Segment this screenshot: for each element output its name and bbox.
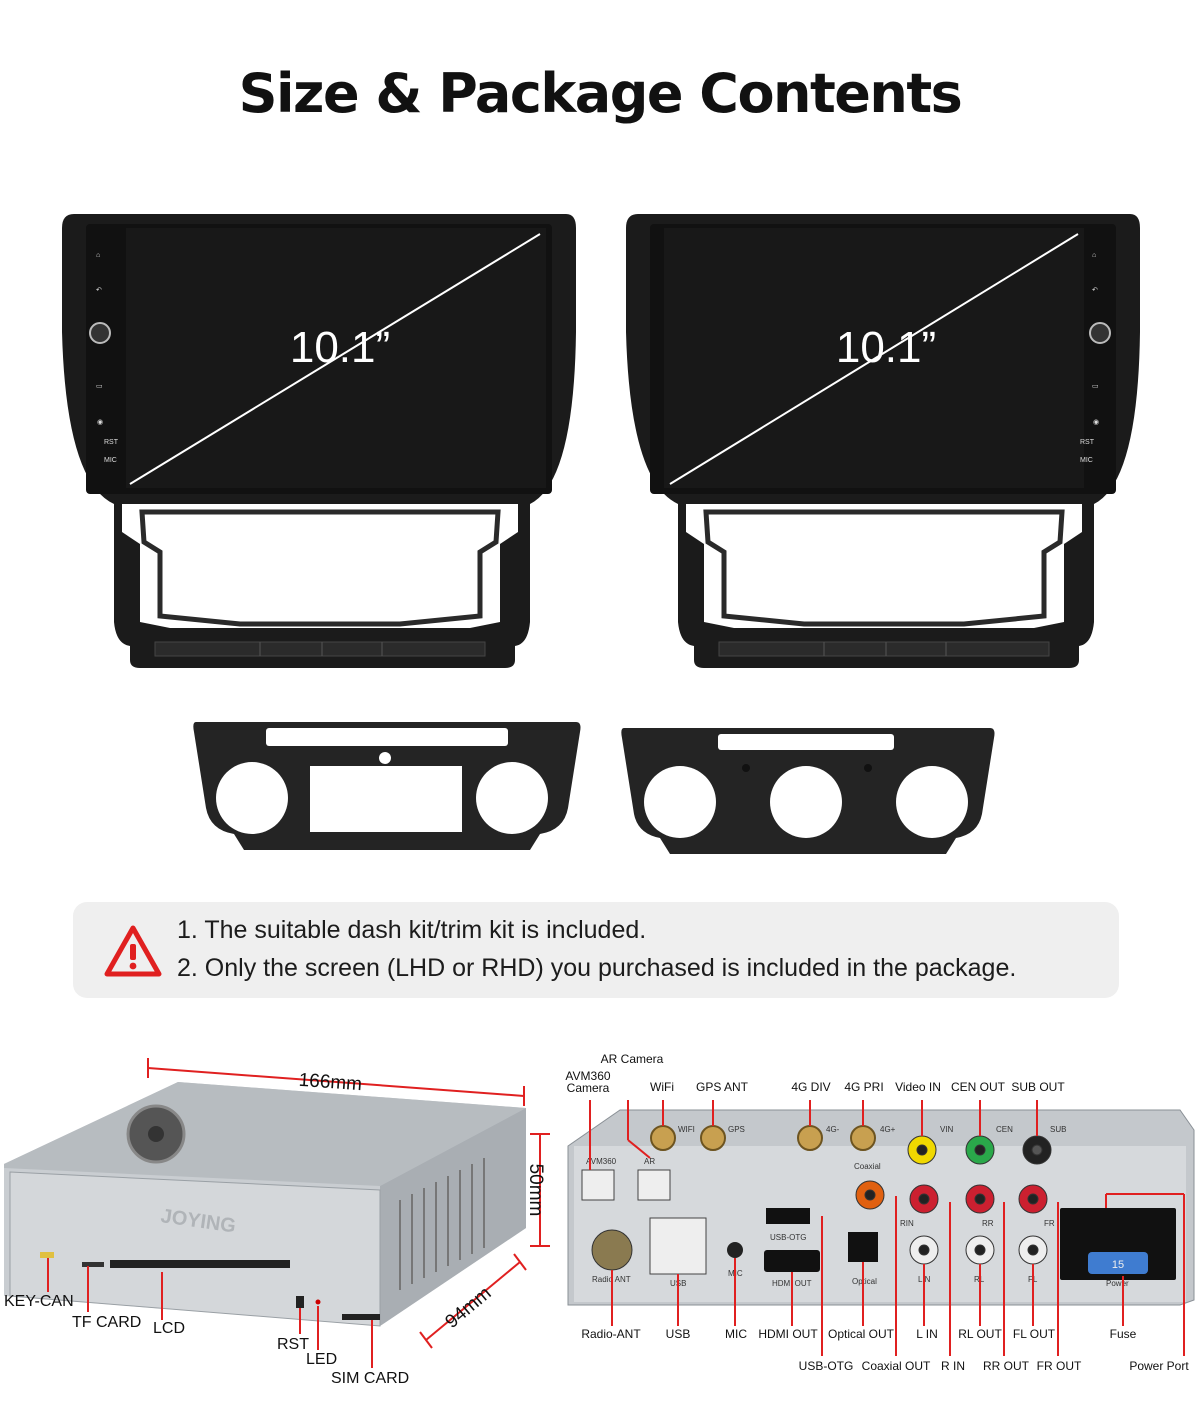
led-callout: LED: [306, 1351, 338, 1368]
label-usb: USB: [665, 1327, 691, 1341]
height-dimension: 50mm: [525, 1164, 546, 1217]
label-optical-out: Optical OUT: [827, 1327, 895, 1341]
label-rr-out: RR OUT: [983, 1359, 1029, 1373]
head-unit-right: 10.1” ⌂ ↶ ▭ ◉ RST MIC: [626, 214, 1140, 668]
port-leader-lines: [589, 1100, 1185, 1356]
volume-knob: [1089, 322, 1111, 344]
panel-label-usb-otg: USB-OTG: [770, 1233, 806, 1242]
device-box-diagram: JOYING 166mm 50mm 94mm: [4, 1058, 550, 1368]
side-buttons: ⌂ ↶ ▭ ◉ RST MIC: [89, 252, 119, 464]
panel-label-rin: RIN: [900, 1219, 914, 1228]
screen-size-label: 10.1”: [836, 323, 936, 372]
label-hdmi-out: HDMI OUT: [758, 1327, 818, 1341]
fuse-value: 15: [1112, 1259, 1124, 1271]
label-usb-otg: USB-OTG: [798, 1359, 854, 1373]
label-ar-camera: AR Camera: [600, 1052, 664, 1066]
panel-label-cen: CEN: [996, 1125, 1013, 1134]
width-dimension: 166mm: [298, 1070, 363, 1095]
rst-label: RST: [104, 439, 119, 446]
label-gps-ant: GPS ANT: [695, 1080, 749, 1094]
back-icon: ↶: [96, 287, 102, 294]
panel-label-4g-minus: 4G-: [826, 1125, 840, 1134]
label-sub-out: SUB OUT: [1011, 1080, 1065, 1094]
volume-knob: [89, 322, 111, 344]
label-fl-out: FL OUT: [1012, 1327, 1056, 1341]
antenna-connectors: [650, 1125, 876, 1151]
head-unit-left: 10.1” ⌂ ↶ ▭ ◉ RST MIC: [62, 214, 576, 668]
settings-icon: ▭: [96, 383, 103, 390]
home-icon: ⌂: [96, 252, 100, 259]
panel-label-ar: AR: [644, 1157, 655, 1166]
label-coaxial-out: Coaxial OUT: [861, 1359, 931, 1373]
label-4g-pri: 4G PRI: [844, 1080, 884, 1094]
mic-label: MIC: [104, 457, 117, 464]
label-avm360: AVM360: [565, 1069, 611, 1083]
rear-port-panel: 15 WIFI GPS 4G- 4G+ VIN CEN SUB AVM360 A…: [567, 1100, 1195, 1356]
key-can-callout: KEY-CAN: [4, 1293, 74, 1310]
gps-icon: ◉: [97, 419, 103, 426]
notice-box: 1. The suitable dash kit/trim kit is inc…: [73, 902, 1119, 998]
label-power-port: Power Port: [1129, 1359, 1189, 1373]
label-mic: MIC: [725, 1327, 747, 1341]
panel-label-rr: RR: [982, 1219, 994, 1228]
panel-label-gps: GPS: [728, 1125, 745, 1134]
label-cen-out: CEN OUT: [951, 1080, 1005, 1094]
rca-jacks: [855, 1135, 1052, 1265]
panel-label-sub: SUB: [1050, 1125, 1066, 1134]
label-wifi: WiFi: [650, 1080, 674, 1094]
trim-panel-left: [193, 722, 581, 850]
page-title: Size & Package Contents: [238, 62, 963, 125]
home-icon: ⌂: [1092, 252, 1096, 259]
back-icon: ↶: [1092, 287, 1098, 294]
rst-callout: RST: [277, 1336, 309, 1353]
sim-card-callout: SIM CARD: [331, 1370, 410, 1387]
label-camera: Camera: [566, 1081, 610, 1095]
notice-line-2: 2. Only the screen (LHD or RHD) you purc…: [177, 954, 1017, 982]
panel-label-power: Power: [1106, 1279, 1129, 1288]
panel-label-4g-plus: 4G+: [880, 1125, 896, 1134]
panel-label-avm360: AVM360: [586, 1157, 617, 1166]
label-fuse: Fuse: [1109, 1327, 1137, 1341]
label-fr-out: FR OUT: [1036, 1359, 1082, 1373]
box-body: JOYING: [4, 1082, 526, 1327]
panel-label-fr: FR: [1044, 1219, 1055, 1228]
dimension-lines: [147, 1058, 550, 1349]
label-rl-out: RL OUT: [958, 1327, 1002, 1341]
box-leader-lines: [47, 1258, 373, 1368]
label-radio-ant: Radio-ANT: [581, 1327, 641, 1341]
label-r-in: R IN: [941, 1359, 965, 1373]
gps-icon: ◉: [1093, 419, 1099, 426]
panel-label-vin: VIN: [940, 1125, 954, 1134]
rst-label: RST: [1080, 439, 1095, 446]
side-buttons: ⌂ ↶ ▭ ◉ RST MIC: [1080, 252, 1111, 464]
panel-label-optical: Optical: [852, 1277, 877, 1286]
lcd-callout: LCD: [153, 1320, 186, 1337]
label-video-in: Video IN: [895, 1080, 941, 1094]
tf-card-callout: TF CARD: [72, 1314, 142, 1331]
panel-label-coaxial: Coaxial: [854, 1162, 881, 1171]
warning-triangle-icon: [104, 925, 162, 977]
trim-panel-right: [621, 728, 995, 854]
settings-icon: ▭: [1092, 383, 1099, 390]
label-l-in: L IN: [916, 1327, 938, 1341]
panel-label-wifi: WIFI: [678, 1125, 695, 1134]
mic-label: MIC: [1080, 457, 1093, 464]
notice-line-1: 1. The suitable dash kit/trim kit is inc…: [177, 916, 647, 944]
depth-dimension: 94mm: [441, 1283, 495, 1333]
label-4g-div: 4G DIV: [791, 1080, 831, 1094]
screen-size-label: 10.1”: [290, 323, 390, 372]
